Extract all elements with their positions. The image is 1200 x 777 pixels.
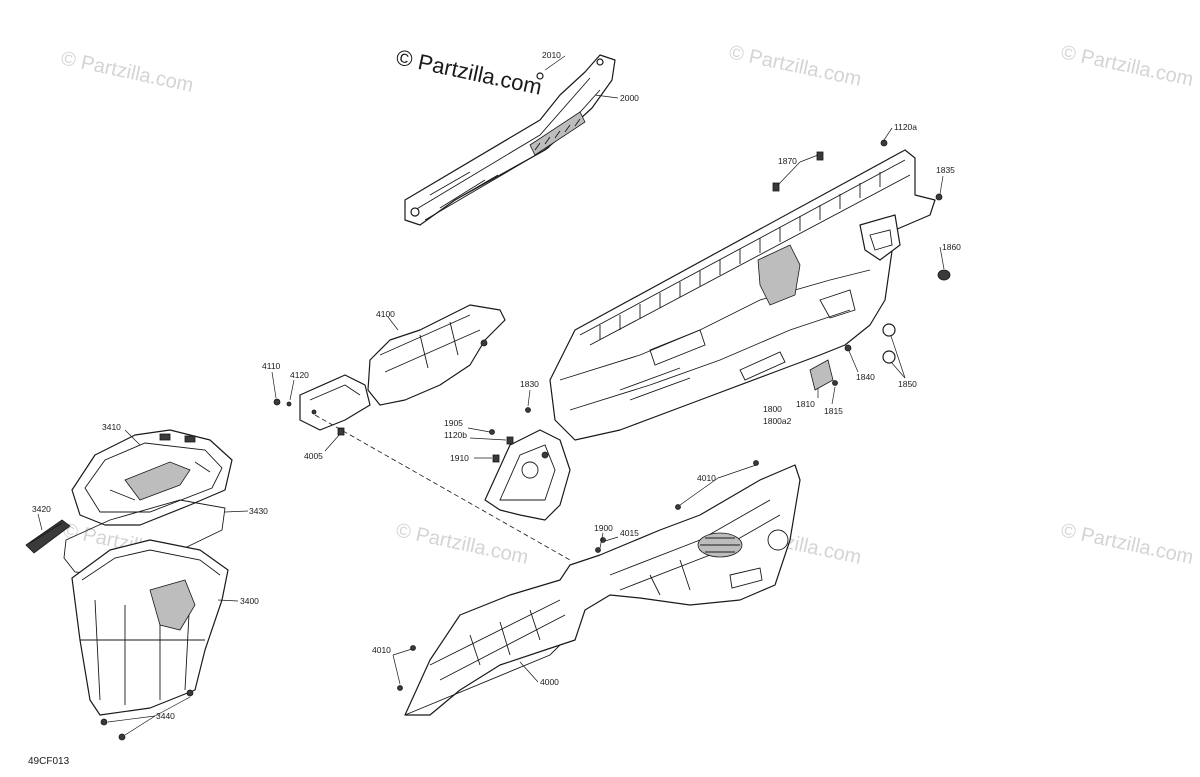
figure-reference: 49CF013 bbox=[28, 756, 70, 767]
callout-2010[interactable]: 2010 bbox=[542, 50, 561, 60]
part-3430-seal[interactable] bbox=[63, 499, 226, 576]
callout-1815[interactable]: 1815 bbox=[824, 406, 843, 416]
watermark-6: © Partzilla.com bbox=[1059, 519, 1195, 569]
callout-1840[interactable]: 1840 bbox=[856, 372, 875, 382]
callout-2000[interactable]: 2000 bbox=[620, 93, 639, 103]
part-1800-rear-panel[interactable] bbox=[549, 149, 936, 441]
panel-fasteners bbox=[489, 139, 951, 463]
callout-4005[interactable]: 4005 bbox=[304, 451, 323, 461]
callout-4120[interactable]: 4120 bbox=[290, 370, 309, 380]
callout-1850[interactable]: 1850 bbox=[898, 379, 917, 389]
callout-4010-upper[interactable]: 4010 bbox=[697, 473, 716, 483]
callout-1870[interactable]: 1870 bbox=[778, 156, 797, 166]
callout-1800a2[interactable]: 1800a2 bbox=[763, 416, 792, 426]
copyright-label: © Partzilla.com bbox=[394, 44, 544, 99]
part-3440-screws bbox=[100, 689, 194, 741]
callout-1835[interactable]: 1835 bbox=[936, 165, 955, 175]
watermark-3: © Partzilla.com bbox=[1059, 41, 1195, 91]
callout-1910[interactable]: 1910 bbox=[450, 453, 469, 463]
callout-3430[interactable]: 3430 bbox=[249, 506, 268, 516]
part-4000-lower-duct[interactable] bbox=[397, 460, 801, 716]
callout-4010-lower[interactable]: 4010 bbox=[372, 645, 391, 655]
watermark-1: © Partzilla.com bbox=[59, 47, 195, 97]
callout-1860[interactable]: 1860 bbox=[942, 242, 961, 252]
callout-1800[interactable]: 1800 bbox=[763, 404, 782, 414]
callout-4000[interactable]: 4000 bbox=[540, 677, 559, 687]
callout-3410[interactable]: 3410 bbox=[102, 422, 121, 432]
part-2000-upper-rail[interactable] bbox=[404, 54, 616, 226]
part-3400-bin[interactable] bbox=[71, 539, 229, 716]
part-4100-duct[interactable] bbox=[299, 304, 506, 436]
watermark-4: © Partzilla.com bbox=[394, 519, 530, 569]
callout-1810[interactable]: 1810 bbox=[796, 399, 815, 409]
callout-3440[interactable]: 3440 bbox=[156, 711, 175, 721]
callout-1830[interactable]: 1830 bbox=[520, 379, 539, 389]
callout-3420[interactable]: 3420 bbox=[32, 504, 51, 514]
watermark-2: © Partzilla.com bbox=[727, 41, 863, 91]
callout-4015[interactable]: 4015 bbox=[620, 528, 639, 538]
part-3420-latch[interactable] bbox=[25, 519, 71, 554]
callout-1900[interactable]: 1900 bbox=[594, 523, 613, 533]
callout-1120a[interactable]: 1120a bbox=[894, 122, 917, 132]
part-1830-bracket[interactable] bbox=[484, 429, 571, 521]
callout-1120b[interactable]: 1120b bbox=[444, 430, 467, 440]
callout-4110[interactable]: 4110 bbox=[262, 361, 281, 371]
part-3410-lid[interactable] bbox=[71, 429, 233, 526]
callout-3400[interactable]: 3400 bbox=[240, 596, 259, 606]
callout-1905[interactable]: 1905 bbox=[444, 418, 463, 428]
callout-4100[interactable]: 4100 bbox=[376, 309, 395, 319]
